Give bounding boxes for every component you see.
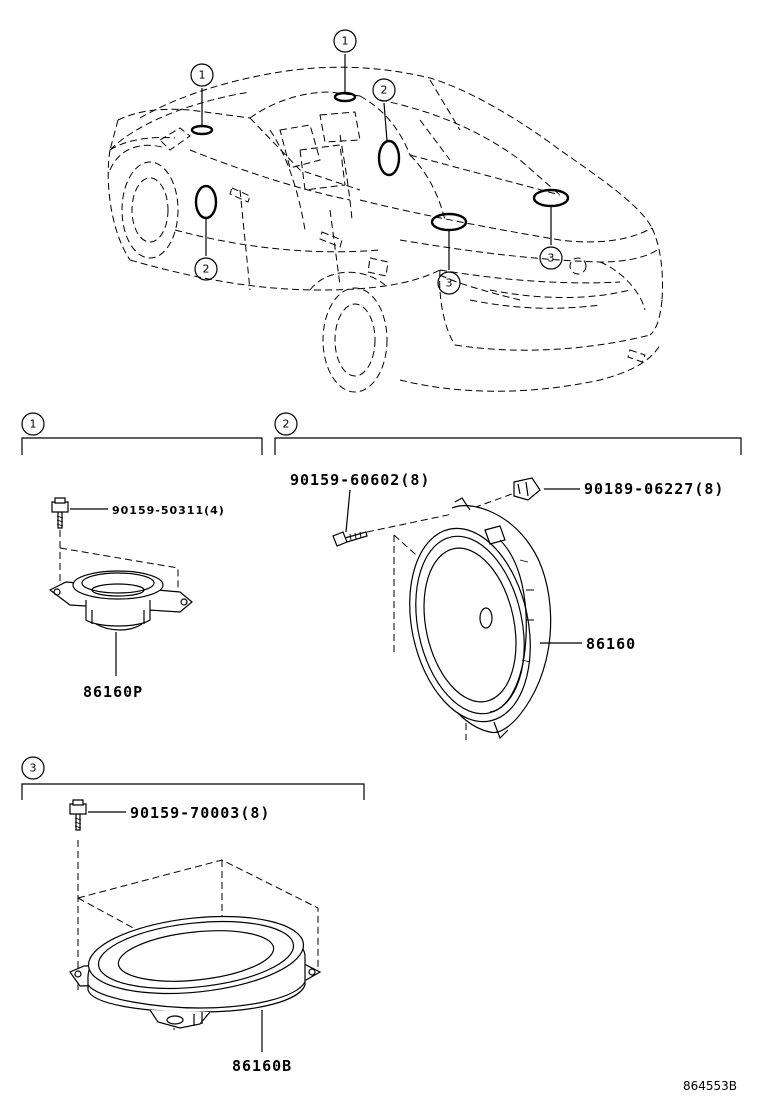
group-1-bracket (21, 437, 263, 455)
callout-number: 2 (203, 263, 210, 276)
group-3-bracket (21, 783, 365, 800)
bolt-icon (69, 799, 87, 831)
oval-speaker-icon (69, 915, 322, 1029)
location-marker-2-rear-door (377, 139, 401, 177)
part-number-86160: 86160 (586, 635, 636, 653)
group-2-bracket (274, 437, 742, 455)
car-illustration (107, 66, 663, 393)
part-number-86160B: 86160B (232, 1057, 292, 1075)
callout-number: 3 (548, 252, 555, 265)
callout-circle-1-a (190, 63, 214, 87)
bolt-icon (51, 497, 69, 529)
screw-icon (332, 531, 368, 547)
clip-icon (513, 477, 541, 501)
diagram-code: 864553B (683, 1079, 737, 1093)
part-number-86160P: 86160P (83, 683, 143, 701)
group-2-number: 2 (283, 418, 290, 431)
location-marker-1-rear (333, 91, 357, 103)
group-3-number: 3 (30, 762, 37, 775)
part-number-90159-60602: 90159-60602(8) (290, 471, 430, 489)
part-number-90159-70003: 90159-70003(8) (130, 804, 270, 822)
group-1-number: 1 (30, 418, 37, 431)
location-marker-1-front (190, 124, 214, 136)
callout-number: 2 (381, 84, 388, 97)
callout-circle-3-b (539, 246, 563, 270)
group-3-rear-speaker: 3 90159-70003(8) 86160B (21, 756, 365, 1075)
tweeter-speaker-icon (48, 570, 193, 631)
callout-number: 3 (446, 277, 453, 290)
part-number-90159-50311: 90159-50311(4) (112, 504, 225, 517)
door-speaker-icon (409, 497, 552, 740)
callout-circle-3-a (437, 271, 461, 295)
part-number-90189-06227: 90189-06227(8) (584, 480, 724, 498)
callout-number: 1 (199, 69, 206, 82)
callout-circle-2-a (372, 78, 396, 102)
group-2-door-speaker: 2 90159-60602(8) 90189-06227(8) (274, 412, 742, 740)
callout-number: 1 (342, 35, 349, 48)
group-1-tweeter: 1 90159-50311(4) 86160P (21, 412, 263, 701)
car-speaker-markers: 1 1 2 2 3 3 (190, 29, 570, 295)
callout-circle-2-b (194, 257, 218, 281)
location-marker-2-front-door (194, 184, 218, 220)
callout-circle-1-b (333, 29, 357, 53)
